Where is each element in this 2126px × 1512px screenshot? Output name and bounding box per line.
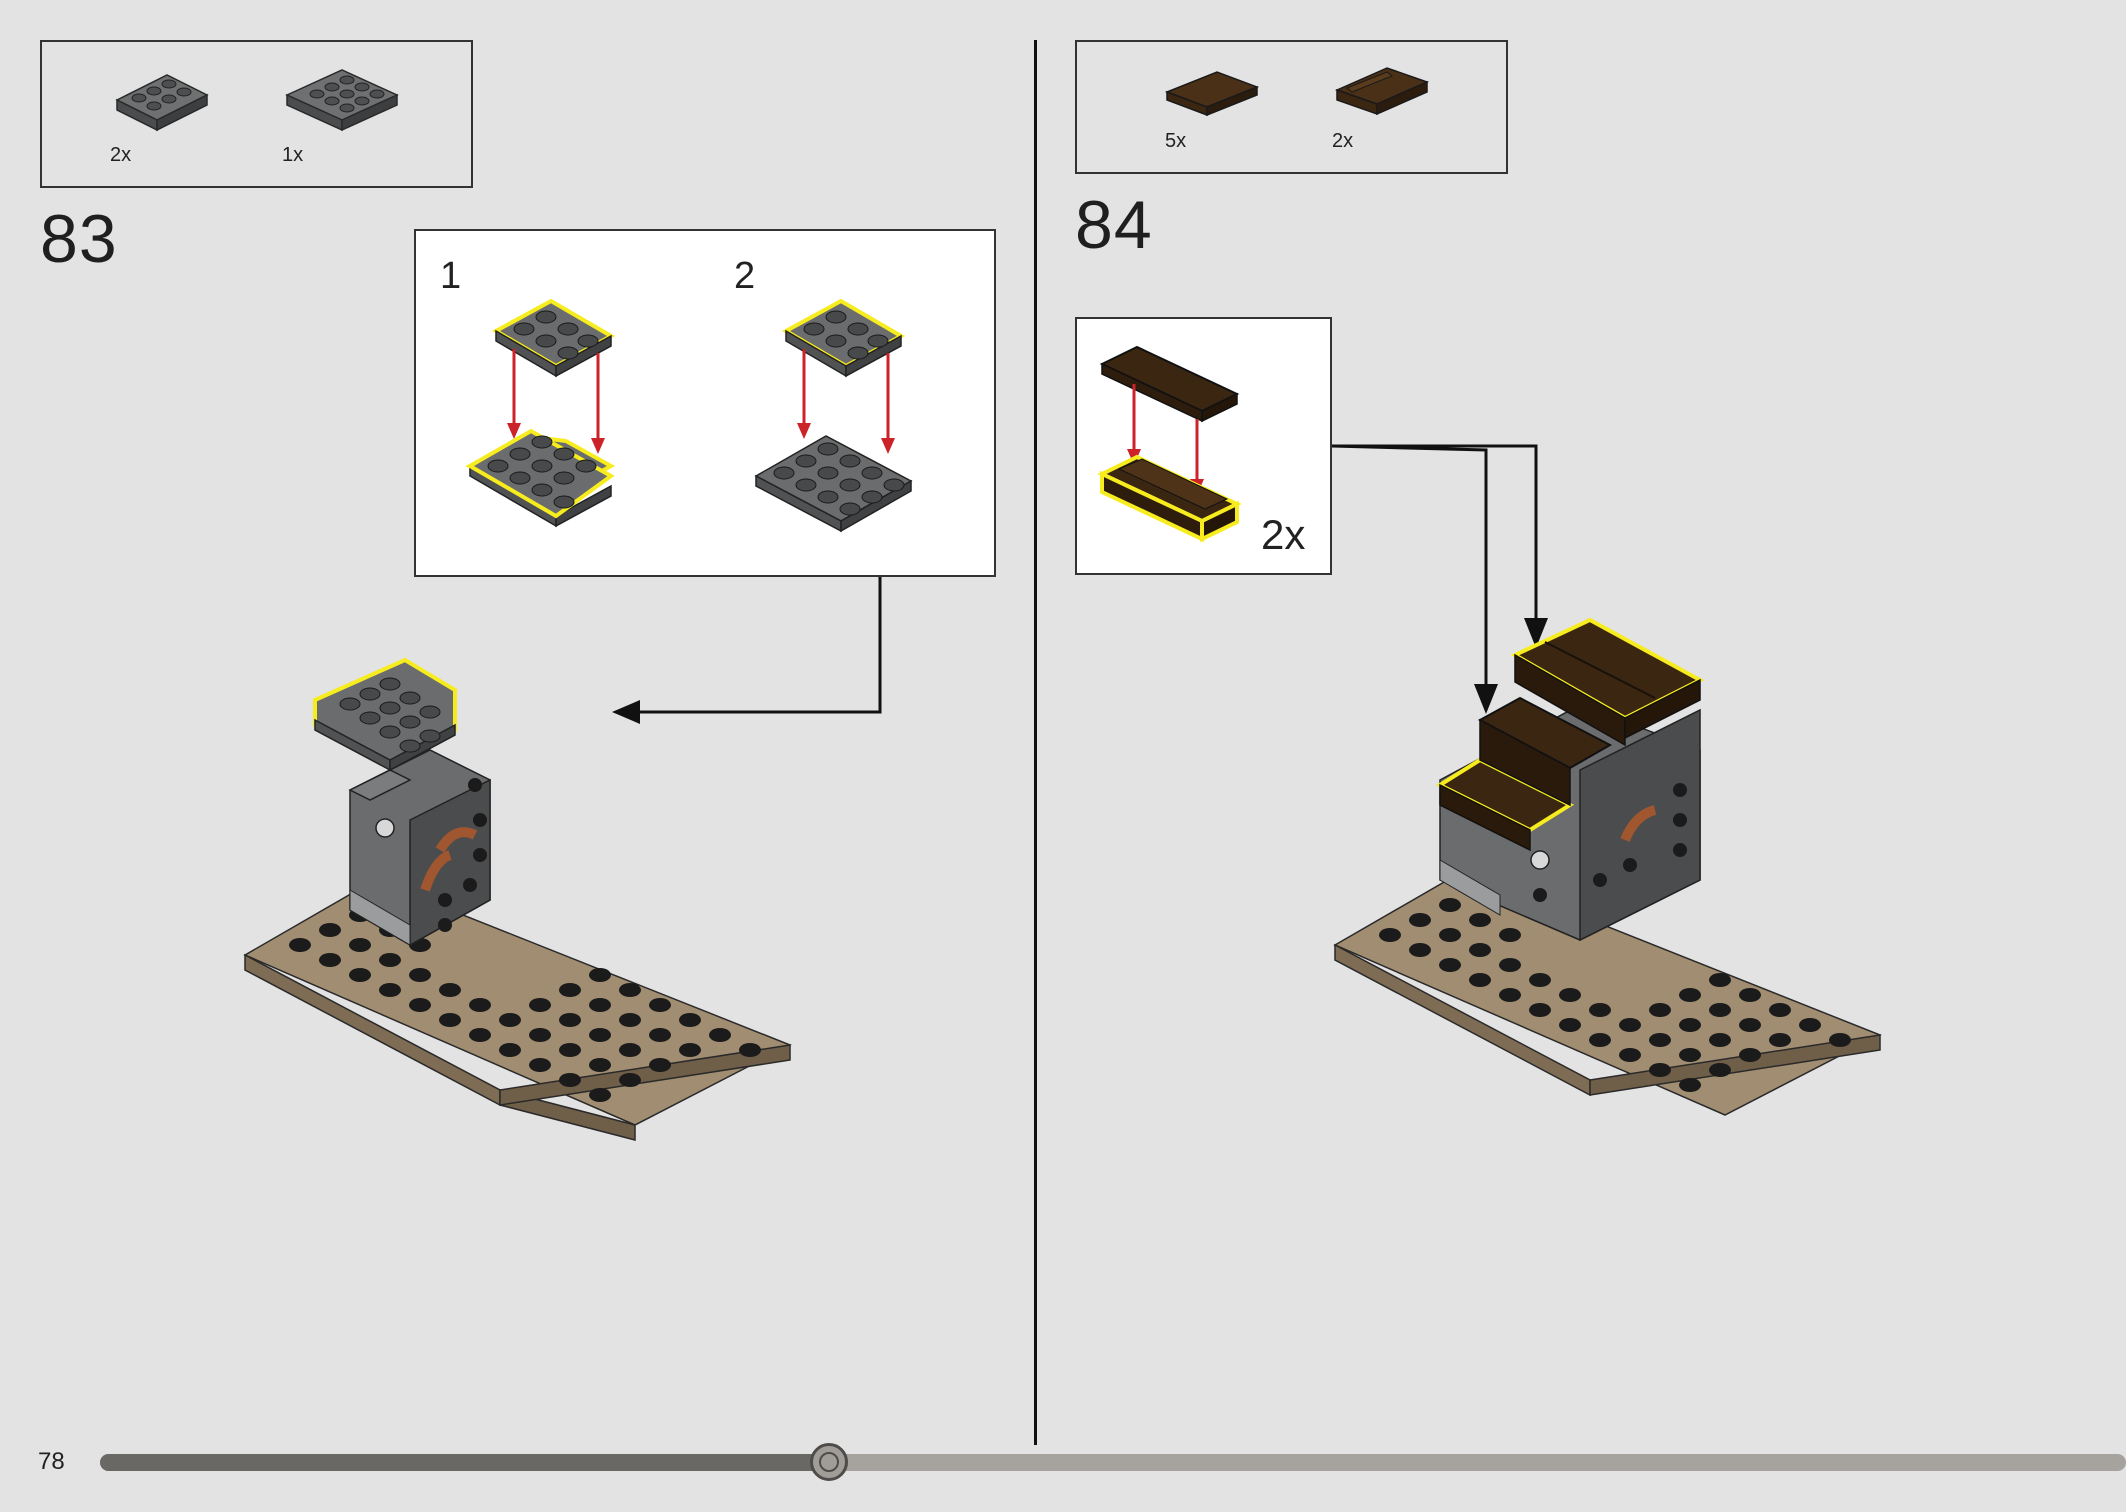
page-number: 78: [38, 1448, 65, 1475]
sub-assembly-illustration: [1097, 345, 1242, 543]
page-divider: [1034, 40, 1037, 1445]
part-qty: 2x: [1332, 130, 1354, 152]
step-number: 83: [40, 201, 118, 277]
part-plate-3x3-icon: [285, 69, 399, 132]
part-plate-1x4-rail-icon: [1334, 67, 1430, 116]
sub-step-2-illustration: [754, 298, 913, 533]
sub-assembly-callout-84: 2x: [1075, 317, 1332, 575]
main-model-step-83: [243, 657, 792, 1141]
part-qty: 1x: [282, 144, 304, 166]
part-qty: 5x: [1165, 130, 1187, 152]
parts-list-step-84: 5x 2x: [1075, 40, 1508, 174]
sub-step-1-illustration: [465, 298, 616, 528]
part-plate-2x3-icon: [115, 74, 209, 132]
part-tile-1x4-icon: [1164, 71, 1260, 117]
step-number: 84: [1075, 187, 1153, 263]
sub-assembly-multiplier: 2x: [1261, 511, 1306, 558]
sub-step-number: 2: [734, 255, 756, 297]
main-model-step-84: [1333, 617, 1882, 1116]
progress-bar-fill: [100, 1454, 829, 1471]
sub-assembly-callout-83: 1 2: [414, 229, 996, 577]
progress-knob-icon[interactable]: [810, 1443, 848, 1481]
parts-list-step-83: 2x 1x: [40, 40, 473, 188]
part-qty: 2x: [110, 144, 132, 166]
sub-step-number: 1: [440, 255, 462, 297]
